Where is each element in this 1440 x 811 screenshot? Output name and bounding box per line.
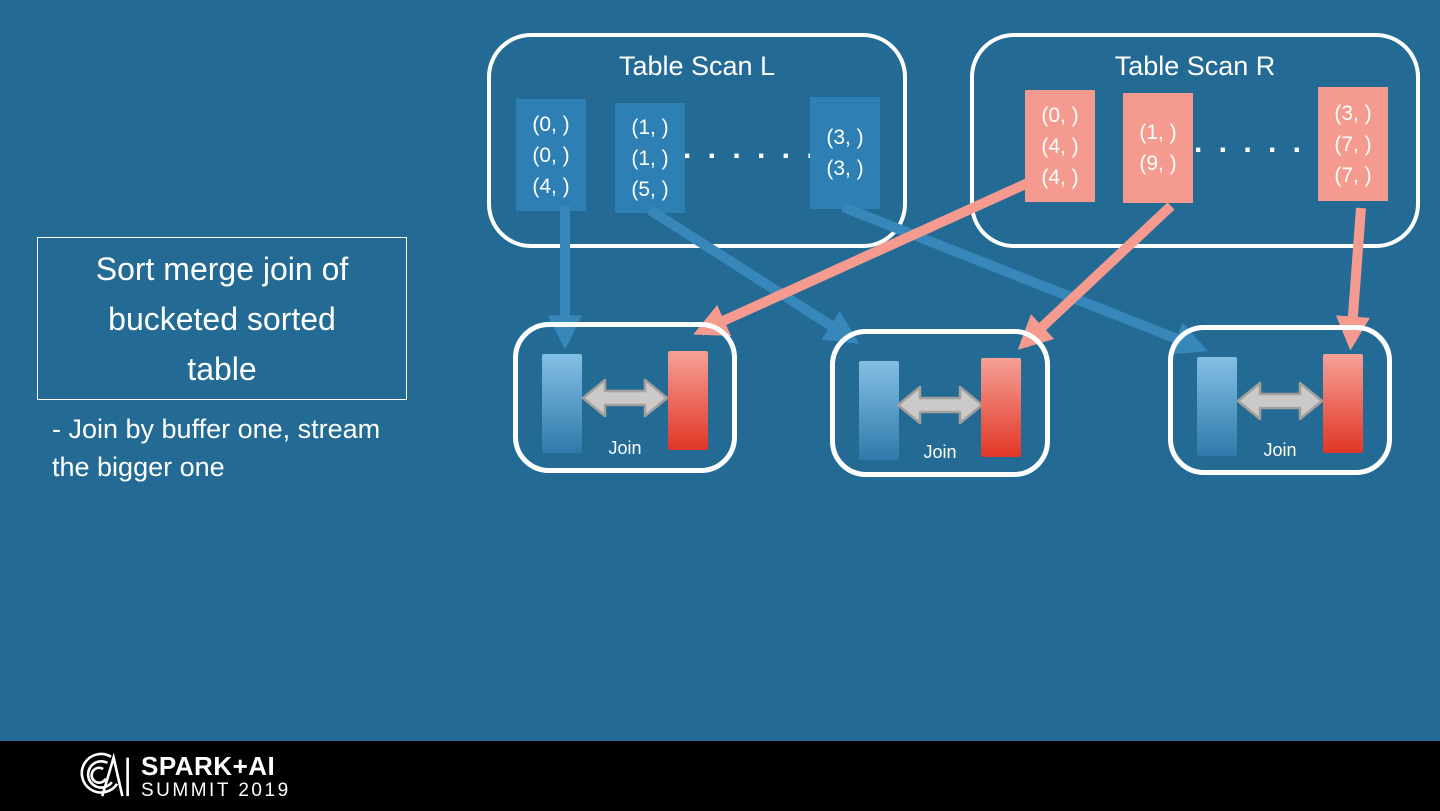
join-panel-1: Join <box>513 322 737 473</box>
streamed-right-bar <box>981 358 1021 457</box>
table-scan-r-title: Table Scan R <box>1114 51 1276 81</box>
bucket-r3: (3, ) (7, ) (7, ) <box>1318 87 1388 201</box>
bucket-l3: (3, ) (3, ) <box>810 97 880 209</box>
footer-brand-line2: SUMMIT 2019 <box>141 779 291 801</box>
footer-bar: SPARK+AI SUMMIT 2019 <box>0 741 1440 811</box>
join-label: Join <box>923 442 957 462</box>
ellipsis-dots-r: . . . . . . <box>1194 126 1330 159</box>
tuple: (1, ) <box>631 146 669 170</box>
buffered-left-bar <box>542 354 582 453</box>
exchange-arrow-icon <box>896 385 984 425</box>
tuple: (5, ) <box>631 177 669 201</box>
table-scan-r-panel: Table Scan R (0, ) (4, ) (4, ) (1, ) (9,… <box>970 33 1420 248</box>
buffered-left-bar <box>1197 357 1237 456</box>
tuple: (0, ) <box>1041 103 1079 127</box>
tuple: (0, ) <box>532 112 570 136</box>
join-panel-3: Join <box>1168 325 1392 475</box>
ellipsis-dots-l: . . . . . . <box>683 132 819 165</box>
join-label: Join <box>1263 440 1297 460</box>
exchange-arrow-icon <box>581 378 669 418</box>
tuple: (3, ) <box>826 126 864 149</box>
tuple: (1, ) <box>1139 121 1177 144</box>
tuple: (1, ) <box>631 115 669 139</box>
bucket-l1: (0, ) (0, ) (4, ) <box>516 99 586 211</box>
tuple: (7, ) <box>1334 163 1372 187</box>
table-scan-l-panel: Table Scan L (0, ) (0, ) (4, ) (1, ) (1,… <box>487 33 907 248</box>
streamed-right-bar <box>1323 354 1363 453</box>
spark-ai-summit-logo: SPARK+AI SUMMIT 2019 <box>76 749 291 803</box>
streamed-right-bar <box>668 351 708 450</box>
bucket-r2: (1, ) (9, ) <box>1123 93 1193 203</box>
join-label: Join <box>608 438 642 458</box>
footer-brand: SPARK+AI SUMMIT 2019 <box>141 752 291 801</box>
slide-title-box: Sort merge join of bucketed sorted table <box>37 237 407 400</box>
tuple: (3, ) <box>1334 101 1372 125</box>
tuple: (3, ) <box>826 157 864 180</box>
exchange-arrow-icon <box>1236 381 1324 421</box>
tuple: (7, ) <box>1334 132 1372 156</box>
tuple: (9, ) <box>1139 152 1177 175</box>
slide-title: Sort merge join of bucketed sorted table <box>95 250 349 387</box>
tuple: (0, ) <box>532 143 570 167</box>
bucket-l2: (1, ) (1, ) (5, ) <box>615 103 685 213</box>
bullet-note: - Join by buffer one, stream the bigger … <box>52 414 381 482</box>
spark-ai-summit-logo-mark <box>80 752 129 797</box>
tuple: (4, ) <box>1041 165 1079 189</box>
table-scan-l-title: Table Scan L <box>618 51 776 81</box>
bucket-r1: (0, ) (4, ) (4, ) <box>1025 90 1095 202</box>
buffered-left-bar <box>859 361 899 460</box>
join-panel-2: Join <box>830 329 1050 477</box>
tuple: (4, ) <box>1041 134 1079 158</box>
tuple: (4, ) <box>532 174 570 198</box>
footer-brand-line1: SPARK+AI <box>141 750 276 781</box>
